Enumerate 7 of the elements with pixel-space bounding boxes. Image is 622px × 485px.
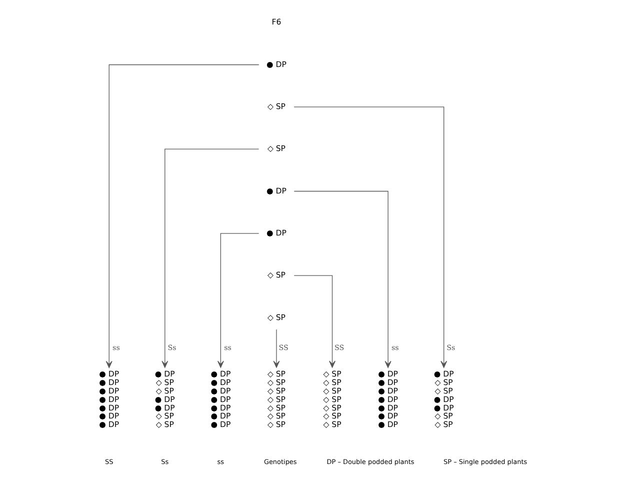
arrow bbox=[105, 64, 259, 368]
arrow bbox=[161, 148, 259, 368]
arrow bbox=[272, 329, 280, 368]
arrow bbox=[293, 190, 391, 368]
arrow bbox=[293, 275, 335, 368]
arrow bbox=[293, 106, 447, 368]
arrow bbox=[216, 233, 259, 368]
